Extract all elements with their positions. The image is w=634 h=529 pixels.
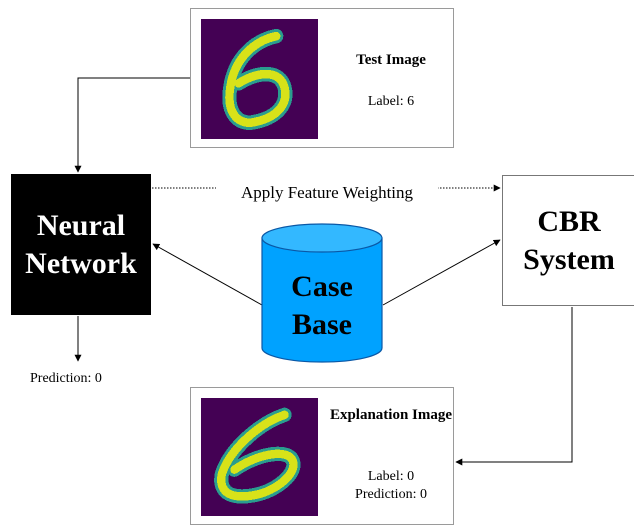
explanation-image-title: Explanation Image (329, 407, 453, 423)
test-image-panel: Test Image Label: 6 (190, 8, 454, 148)
database-cylinder-icon (261, 223, 383, 363)
feature-weighting-label: Apply Feature Weighting (216, 181, 438, 205)
casebase-to-cbr-arrow (382, 239, 501, 306)
casebase-to-nn-arrow (152, 243, 263, 306)
cbr-system-label: CBR System (523, 204, 615, 276)
case-base-label: Case Base (291, 270, 353, 341)
neural-network-label: Neural Network (25, 208, 137, 280)
explanation-image-prediction: Prediction: 0 (355, 487, 427, 502)
explanation-image-panel: Explanation Image Label: 0 Prediction: 0 (190, 387, 454, 525)
neural-network-box: Neural Network (11, 174, 151, 315)
cbr-system-box: CBR System (502, 175, 634, 306)
test-image-label: Label: 6 (367, 94, 415, 109)
test-image-title: Test Image (356, 52, 426, 68)
explanation-digit-icon (201, 398, 318, 516)
test-to-nn-arrow (74, 77, 190, 173)
test-digit-icon (201, 19, 318, 139)
cbr-to-explanation-arrow (455, 307, 573, 466)
explanation-image-label: Label: 0 (367, 469, 415, 484)
nn-prediction-label: Prediction: 0 (30, 371, 102, 386)
